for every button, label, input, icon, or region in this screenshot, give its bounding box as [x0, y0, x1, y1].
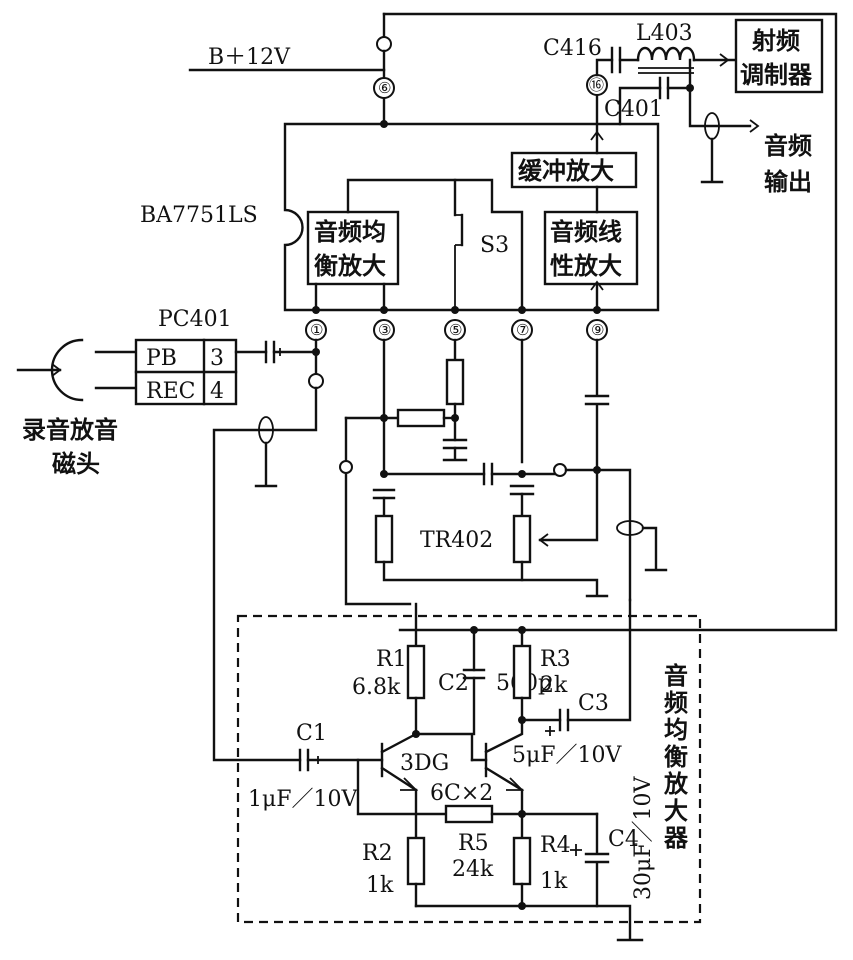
- svg-text:⑯: ⑯: [589, 76, 604, 94]
- block-linear-amp: 音频线 性放大: [543, 210, 639, 286]
- svg-text:⑨: ⑨: [591, 321, 604, 339]
- svg-text:L403: L403: [636, 21, 693, 46]
- svg-text:⑦: ⑦: [516, 321, 529, 339]
- svg-text:30μF／10V: 30μF／10V: [631, 775, 656, 900]
- svg-text:1k: 1k: [540, 869, 568, 894]
- resistor-r1: [406, 644, 426, 700]
- svg-text:③: ③: [378, 321, 391, 339]
- svg-text:4: 4: [210, 379, 224, 404]
- shield-audio-out: [700, 112, 724, 184]
- svg-text:REC: REC: [146, 379, 195, 404]
- svg-text:C416: C416: [543, 36, 602, 61]
- switch-pc401: PB REC 3 4 PC401: [134, 307, 238, 406]
- svg-text:C3: C3: [578, 691, 609, 716]
- pc401-label: PC401: [158, 307, 232, 332]
- terminal-top: [376, 36, 392, 52]
- head-label-line2: 磁头: [52, 450, 100, 478]
- svg-text:R4: R4: [540, 833, 571, 858]
- supply-label: B＋12V: [208, 45, 291, 70]
- svg-text:5μF／10V: 5μF／10V: [512, 743, 623, 768]
- audio-output-line1: 音频: [764, 132, 812, 160]
- svg-text:C2: C2: [438, 671, 469, 696]
- svg-text:2k: 2k: [540, 673, 568, 698]
- ic-ba7751ls: BA7751LS: [140, 122, 660, 312]
- block-buffer-amp: 缓冲放大: [510, 151, 638, 189]
- head-label-line1: 录音放音: [22, 416, 118, 444]
- resistor-bridge: [396, 408, 446, 428]
- svg-text:射频: 射频: [751, 27, 800, 55]
- eq-section-box: [236, 614, 702, 924]
- audio-output-line2: 输出: [764, 168, 812, 196]
- block-rf-modulator: 射频 调制器: [734, 18, 824, 94]
- svg-text:3: 3: [210, 346, 224, 371]
- linear-amp-line1: 音频线: [550, 218, 622, 246]
- pin-6: ⑥: [373, 77, 395, 99]
- svg-text:24k: 24k: [452, 857, 494, 882]
- resistor-r5: [444, 804, 494, 824]
- svg-text:①: ①: [310, 321, 323, 339]
- svg-text:C4: C4: [608, 827, 639, 852]
- trimmer-tr402: TR402: [420, 468, 599, 582]
- resistor-pin5: [445, 358, 465, 406]
- buffer-amp-label: 缓冲放大: [518, 157, 614, 185]
- svg-text:1μF／10V: 1μF／10V: [248, 787, 359, 812]
- eq-amp-line1: 音频均: [314, 218, 386, 246]
- pin-7: ⑦: [511, 319, 533, 341]
- pin-1: ①: [305, 319, 327, 341]
- svg-text:R5: R5: [458, 831, 489, 856]
- inductor-l403: L403: [636, 21, 696, 74]
- pin-16: ⑯: [586, 74, 608, 96]
- svg-text:3DG: 3DG: [400, 751, 449, 776]
- resistor-r2: [406, 836, 426, 886]
- ic-label: BA7751LS: [140, 203, 258, 228]
- shield-input: [254, 416, 278, 488]
- resistor-r4: [512, 836, 532, 886]
- svg-text:TR402: TR402: [420, 528, 493, 553]
- svg-text:⑤: ⑤: [449, 321, 462, 339]
- eq-section-label: 音频均衡放大器: [663, 662, 689, 852]
- svg-text:R2: R2: [362, 841, 393, 866]
- svg-text:C1: C1: [296, 721, 327, 746]
- svg-text:⑥: ⑥: [378, 79, 391, 97]
- linear-amp-line2: 性放大: [550, 252, 622, 280]
- capacitor-c416: C416: [543, 36, 622, 74]
- svg-text:调制器: 调制器: [740, 61, 813, 89]
- svg-text:1k: 1k: [366, 873, 394, 898]
- svg-text:6.8k: 6.8k: [352, 675, 401, 700]
- svg-text:R3: R3: [540, 647, 571, 672]
- transistor-q2: [470, 718, 525, 792]
- tape-head: [16, 338, 138, 402]
- eq-amp-line2: 衡放大: [314, 252, 386, 280]
- switch-s3-label: S3: [480, 233, 509, 258]
- svg-text:R1: R1: [376, 647, 407, 672]
- shield-eq-output: [616, 520, 668, 572]
- svg-text:PB: PB: [146, 346, 177, 371]
- capacitor-c401: C401: [604, 76, 670, 126]
- resistor-r3: [512, 644, 532, 700]
- svg-text:6C×2: 6C×2: [430, 781, 493, 806]
- block-eq-amp: 音频均 衡放大: [306, 210, 400, 286]
- pin-5: ⑤: [444, 319, 466, 341]
- svg-text:音频均衡放大器: 音频均衡放大器: [663, 662, 689, 852]
- pin-9: ⑨: [586, 319, 608, 341]
- svg-text:C401: C401: [604, 97, 663, 122]
- pin-3: ③: [373, 319, 395, 341]
